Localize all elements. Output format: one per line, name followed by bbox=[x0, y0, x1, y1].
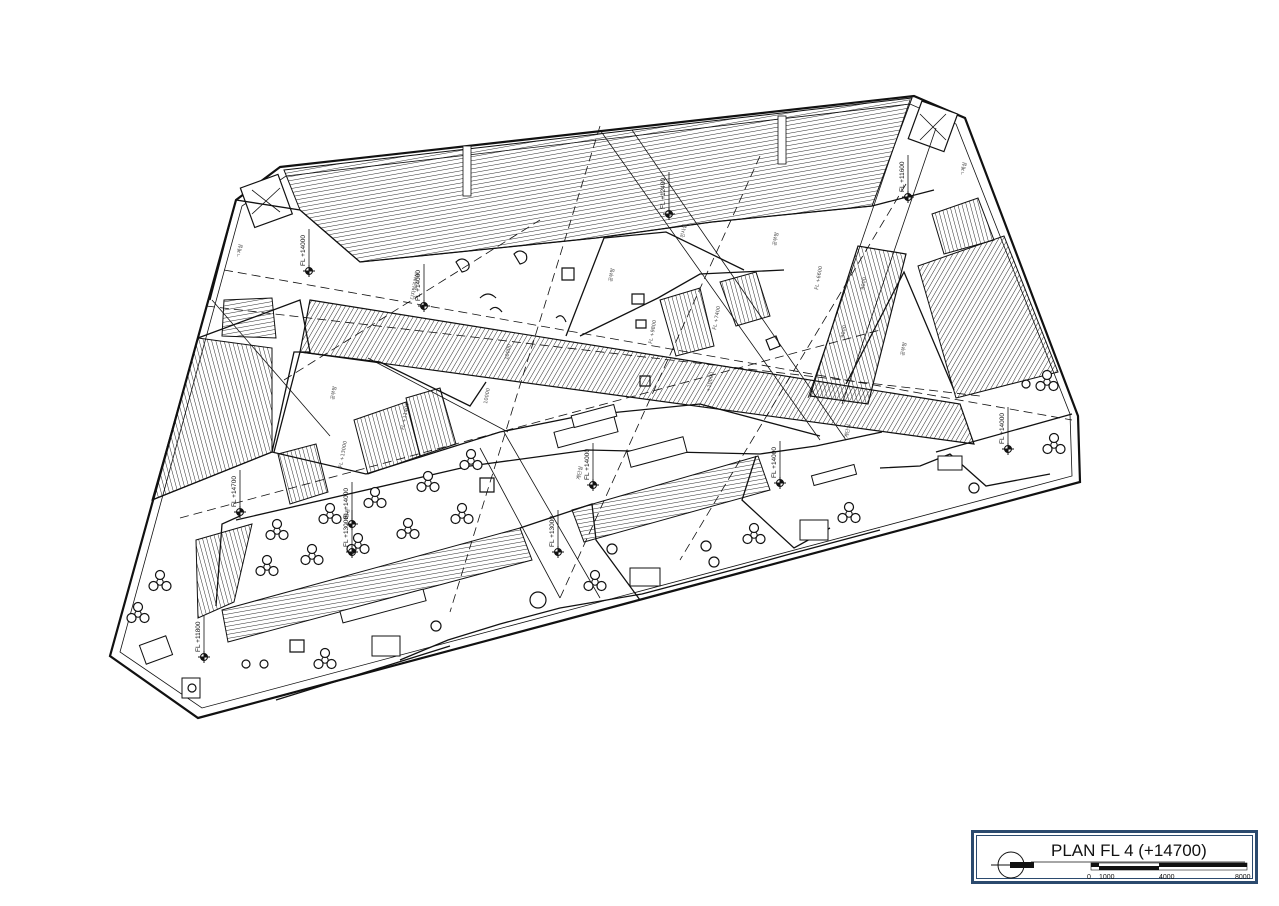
level-marker-label: FL +14000 bbox=[999, 413, 1006, 444]
level-marker: FL +14000 bbox=[343, 481, 359, 531]
scale-label: 4000 bbox=[1159, 874, 1175, 881]
level-marker: FL +14000 bbox=[415, 263, 431, 313]
stairs-e bbox=[277, 443, 329, 505]
level-marker: FL +12400 bbox=[660, 171, 676, 221]
plan-title: PLAN FL 4 (+14700) bbox=[1051, 841, 1207, 860]
stairs-f bbox=[931, 197, 995, 255]
room-labels: ㄱ계실 디지털공학실 공부방 공부방 공부방 FL +13000 FL +114… bbox=[235, 161, 968, 518]
stairs-g bbox=[221, 297, 277, 339]
svg-text:공부방: 공부방 bbox=[899, 341, 908, 356]
svg-text:ㄱ계실: ㄱ계실 bbox=[959, 161, 968, 176]
level-marker-label: FL +11800 bbox=[195, 621, 202, 652]
svg-text:공용: 공용 bbox=[344, 508, 352, 518]
svg-text:9000: 9000 bbox=[840, 325, 848, 339]
level-marker-label: FL +14000 bbox=[584, 449, 591, 480]
svg-text:FL +6600: FL +6600 bbox=[814, 266, 824, 291]
level-marker-label: FL +13000 bbox=[549, 516, 556, 547]
svg-text:계단실: 계단실 bbox=[843, 423, 852, 438]
level-marker-label: FL +14000 bbox=[343, 488, 350, 519]
level-marker: FL +14000 bbox=[771, 440, 787, 490]
svg-text:ㄱ계실: ㄱ계실 bbox=[235, 243, 244, 258]
title-block: PLAN FL 4 (+14700) 0 1000 4000 8000 bbox=[971, 830, 1258, 884]
level-marker: FL +13000 bbox=[343, 509, 359, 559]
svg-text:디지털공학실: 디지털공학실 bbox=[409, 272, 421, 301]
ramp-west-steps bbox=[195, 523, 253, 619]
svg-text:FL +9800: FL +9800 bbox=[648, 320, 658, 345]
level-markers: FL +14000 FL +14000 FL +14700 FL +13000 … bbox=[195, 154, 1015, 664]
dashed-grid bbox=[179, 125, 1073, 613]
corridor-lines bbox=[211, 99, 937, 599]
level-marker-label: FL +14000 bbox=[300, 235, 307, 266]
svg-text:10000: 10000 bbox=[483, 388, 492, 405]
scale-bar bbox=[991, 851, 1248, 879]
svg-text:공부방: 공부방 bbox=[771, 231, 780, 246]
ramp-south-a bbox=[221, 527, 533, 643]
level-marker: FL +11600 bbox=[899, 154, 915, 204]
svg-text:계단실: 계단실 bbox=[575, 465, 584, 480]
svg-text:FL +7400: FL +7400 bbox=[712, 306, 722, 331]
display-furniture bbox=[138, 403, 963, 699]
title-block-inner: PLAN FL 4 (+14700) 0 1000 4000 8000 bbox=[976, 835, 1253, 881]
scale-label: 0 bbox=[1087, 874, 1091, 881]
ramp-south-b bbox=[571, 455, 771, 543]
level-marker: FL +14000 bbox=[999, 406, 1015, 456]
svg-text:+10000: +10000 bbox=[706, 372, 715, 393]
level-marker: FL +14000 bbox=[300, 228, 316, 278]
level-marker-label: FL +13000 bbox=[343, 516, 350, 547]
stairs-c bbox=[659, 287, 715, 357]
scale-label: 8000 bbox=[1235, 874, 1251, 881]
level-marker-label: FL +11600 bbox=[899, 161, 906, 192]
level-marker-label: FL +14000 bbox=[771, 447, 778, 478]
scale-label: 1000 bbox=[1099, 874, 1115, 881]
central-ramp bbox=[299, 299, 975, 445]
hatched-roof-east bbox=[917, 235, 1059, 399]
level-marker: FL +14700 bbox=[231, 469, 247, 519]
svg-text:공부방: 공부방 bbox=[329, 385, 338, 400]
level-marker: FL +14000 bbox=[584, 442, 600, 492]
svg-text:FL +13000: FL +13000 bbox=[338, 440, 349, 468]
svg-text:공부방: 공부방 bbox=[607, 267, 616, 282]
core-east bbox=[907, 100, 959, 153]
svg-text:9000: 9000 bbox=[860, 277, 868, 291]
svg-text:FL +11400: FL +11400 bbox=[400, 402, 411, 430]
level-marker-label: FL +12400 bbox=[660, 178, 667, 209]
core-west bbox=[239, 173, 294, 229]
level-marker-label: FL +14700 bbox=[231, 476, 238, 507]
misc-furniture bbox=[187, 250, 1031, 693]
svg-text:전시실: 전시실 bbox=[679, 223, 688, 238]
svg-text:10000: 10000 bbox=[504, 344, 513, 361]
level-marker: FL +11800 bbox=[195, 614, 211, 664]
level-marker-label: FL +14000 bbox=[415, 270, 422, 301]
level-marker: FL +13000 bbox=[549, 509, 565, 559]
